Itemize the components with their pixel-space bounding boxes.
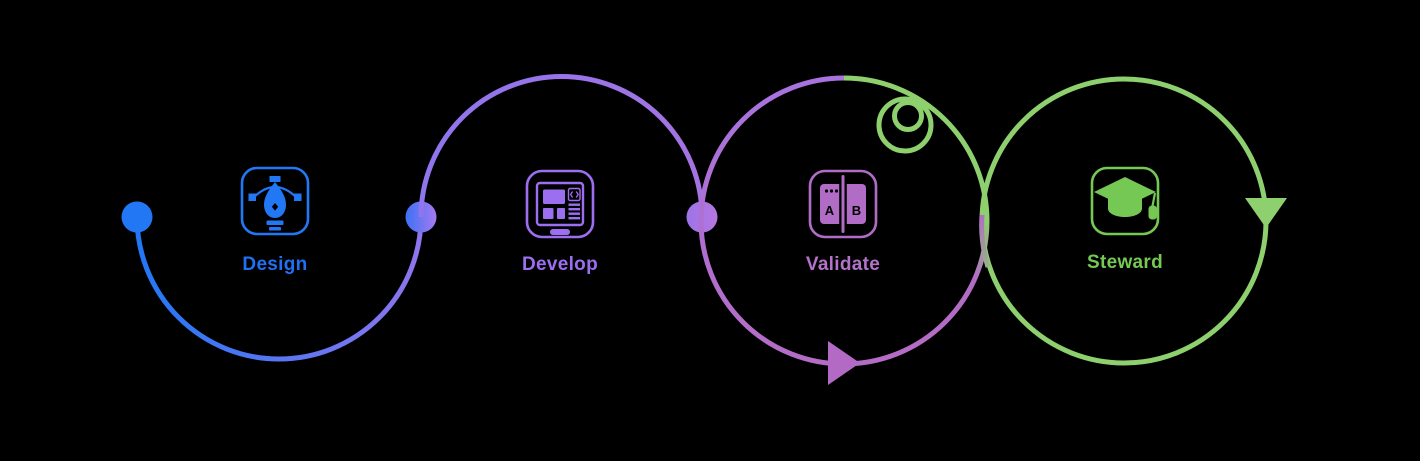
stage-label-design: Design: [242, 254, 307, 275]
svg-text:B: B: [852, 203, 861, 218]
validate-loop-left: [698, 75, 845, 367]
ab-compare-book-icon: A B: [808, 169, 878, 239]
validate-arrow-right-icon: [828, 341, 860, 385]
validate-loop-bottom-right: [843, 220, 990, 367]
stage-develop: Develop: [418, 74, 718, 275]
svg-text:A: A: [825, 203, 835, 218]
stage-steward: Steward: [979, 76, 1287, 366]
monitor-code-icon: [525, 169, 595, 239]
steward-loop-left-accent: [979, 214, 991, 268]
pen-tool-icon: [240, 166, 310, 236]
stage-validate: A B Validate: [698, 75, 990, 385]
steward-arrow-down-icon: [1245, 198, 1287, 228]
graduation-cap-icon: [1090, 166, 1160, 236]
stage-label-steward: Steward: [1087, 252, 1163, 273]
stage-label-develop: Develop: [522, 254, 598, 275]
stage-label-validate: Validate: [806, 254, 880, 275]
develop-over-arc: [418, 74, 705, 218]
steward-loop: [979, 76, 1269, 366]
curl-decoration: [876, 96, 934, 154]
stage-design: Design: [121, 166, 437, 362]
design-under-arc: [134, 216, 424, 362]
